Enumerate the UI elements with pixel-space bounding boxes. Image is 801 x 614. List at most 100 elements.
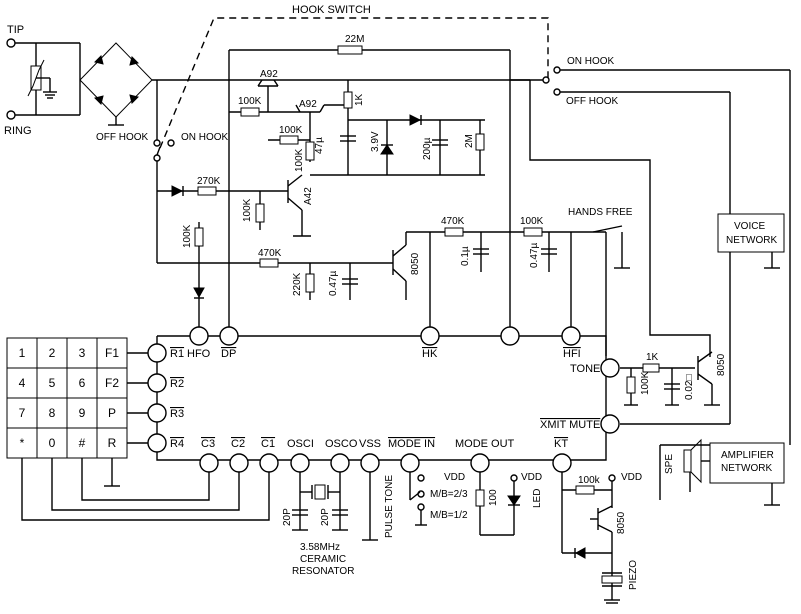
pin-hfo-label: HFO [187, 348, 211, 360]
r100k-5-label: 100K [182, 224, 193, 248]
vdd-2-label: VDD [521, 472, 542, 483]
keypad-key-label: P [108, 406, 116, 420]
tone-label: TONE [570, 363, 600, 375]
c047u-2-label: 0.47µ [529, 243, 540, 268]
pin-vss [360, 453, 380, 473]
voice-network-label-2: NETWORK [726, 235, 777, 246]
pulse-tone-label: PULSE TONE [384, 475, 395, 538]
pin-dp-label: DP [221, 348, 236, 360]
keypad-key [66, 427, 98, 459]
r100k-1-label: 100K [238, 96, 262, 107]
keypad-key [96, 367, 128, 399]
left-hook-switch: OFF HOOK ON HOOK [96, 80, 393, 264]
pin-r4 [147, 433, 167, 453]
mb-23-label: M/B=2/3 [430, 489, 468, 500]
amp-network-label-2: NETWORK [721, 463, 772, 474]
voice-network-label-1: VOICE [734, 221, 765, 232]
r470k-2-label: 470K [441, 216, 465, 227]
pin-hk [420, 326, 440, 346]
pin-c3 [199, 453, 219, 473]
pin-kt-label: KT [554, 438, 568, 450]
pin-hfi [561, 326, 581, 346]
pin-c2 [229, 453, 249, 473]
kt-piezo-section: 100k VDD 8050 PIEZO [561, 472, 642, 604]
keypad-key-label: F2 [105, 376, 119, 390]
keypad-key-label: 6 [79, 376, 86, 390]
q8050-3-label: 8050 [616, 511, 627, 534]
resonator-label-1: 3.58MHz [300, 542, 340, 553]
keypad-key-label: 2 [49, 346, 56, 360]
a42-label: A42 [303, 187, 314, 205]
resonator-label-3: RESONATOR [292, 566, 354, 577]
a92-2-label: A92 [299, 99, 317, 110]
vdd-1-label: VDD [444, 472, 465, 483]
pin-r3 [147, 403, 167, 423]
keypad-key [6, 337, 38, 369]
pin-hk2 [500, 326, 520, 346]
c47u-label: 47µ [314, 137, 325, 154]
zener-39v-label: 3.9V [370, 131, 381, 152]
pin-dp [219, 326, 239, 346]
piezo-label: PIEZO [628, 560, 639, 590]
pin-hk-label: HK [422, 348, 438, 360]
pin-c1 [259, 453, 279, 473]
hands-free-section: 470K 220K 0.47µ 8050 470K 0.1µ 100K 0.47… [258, 207, 633, 328]
hands-free-label: HANDS FREE [568, 207, 633, 218]
q8050-1-label: 8050 [410, 252, 421, 275]
keypad-key-label: 0 [49, 436, 56, 450]
ring-label: RING [4, 125, 32, 137]
led-label: LED [532, 489, 543, 508]
keypad-key-label: F1 [105, 346, 119, 360]
hook-switch-label: HOOK SWITCH [292, 4, 371, 16]
pin-osco [330, 453, 350, 473]
pin-vss-label: VSS [359, 438, 381, 450]
vdd-3-label: VDD [621, 472, 642, 483]
r270k-label: 270K [197, 176, 221, 187]
r1k-2-label: 1K [646, 352, 659, 363]
r100k-6-label: 100K [520, 216, 544, 227]
c002-label: 0.02□ [684, 374, 695, 400]
pin-osci [290, 453, 310, 473]
q8050-2-label: 8050 [716, 353, 727, 376]
pin-mode-out-label: MODE OUT [455, 438, 515, 450]
pin-r3-label: R3 [170, 408, 184, 420]
keypad-key-label: 8 [49, 406, 56, 420]
xmit-mute-label: XMIT MUTE [540, 419, 600, 431]
pin-r4-label: R4 [170, 438, 184, 450]
keypad-key-label: 7 [19, 406, 26, 420]
pin-c3-label: C3 [201, 438, 215, 450]
keypad-key [36, 337, 68, 369]
keypad-key-label: 9 [79, 406, 86, 420]
c20p-1-label: 20P [282, 508, 293, 526]
r470k-1-label: 470K [258, 248, 282, 259]
pin-r1 [147, 343, 167, 363]
keypad-key [96, 427, 128, 459]
tip-label: TIP [7, 24, 24, 36]
r100k-8-label: 100k [578, 475, 601, 486]
keypad-key [36, 397, 68, 429]
pin-mode-out [470, 453, 490, 473]
power-section: 22M A92 100K A92 100K 1K 47µ 100K [228, 34, 511, 336]
pin-osco-label: OSCO [325, 438, 358, 450]
pin-r1-label: R1 [170, 348, 184, 360]
r2m-label: 2M [464, 134, 475, 148]
keypad-key-label: # [79, 436, 86, 450]
r220k-label: 220K [292, 272, 303, 296]
keypad-key-label: 4 [19, 376, 26, 390]
r100k-3-label: 100K [294, 148, 305, 172]
pin-osci-label: OSCI [287, 438, 314, 450]
a92-1-label: A92 [260, 69, 278, 80]
a42-section: 270K 100K A42 100K [157, 174, 314, 328]
pin-tone [600, 358, 620, 378]
r22m-label: 22M [345, 34, 364, 45]
r1k-1-label: 1K [354, 93, 365, 106]
r100k-2-label: 100K [279, 125, 303, 136]
amplifier-network: AMPLIFIER NETWORK SPE [659, 438, 785, 506]
keypad-key-label: 3 [79, 346, 86, 360]
c20p-2-label: 20P [320, 508, 331, 526]
keypad-key-label: R [108, 436, 117, 450]
r100k-4-label: 100K [242, 198, 253, 222]
